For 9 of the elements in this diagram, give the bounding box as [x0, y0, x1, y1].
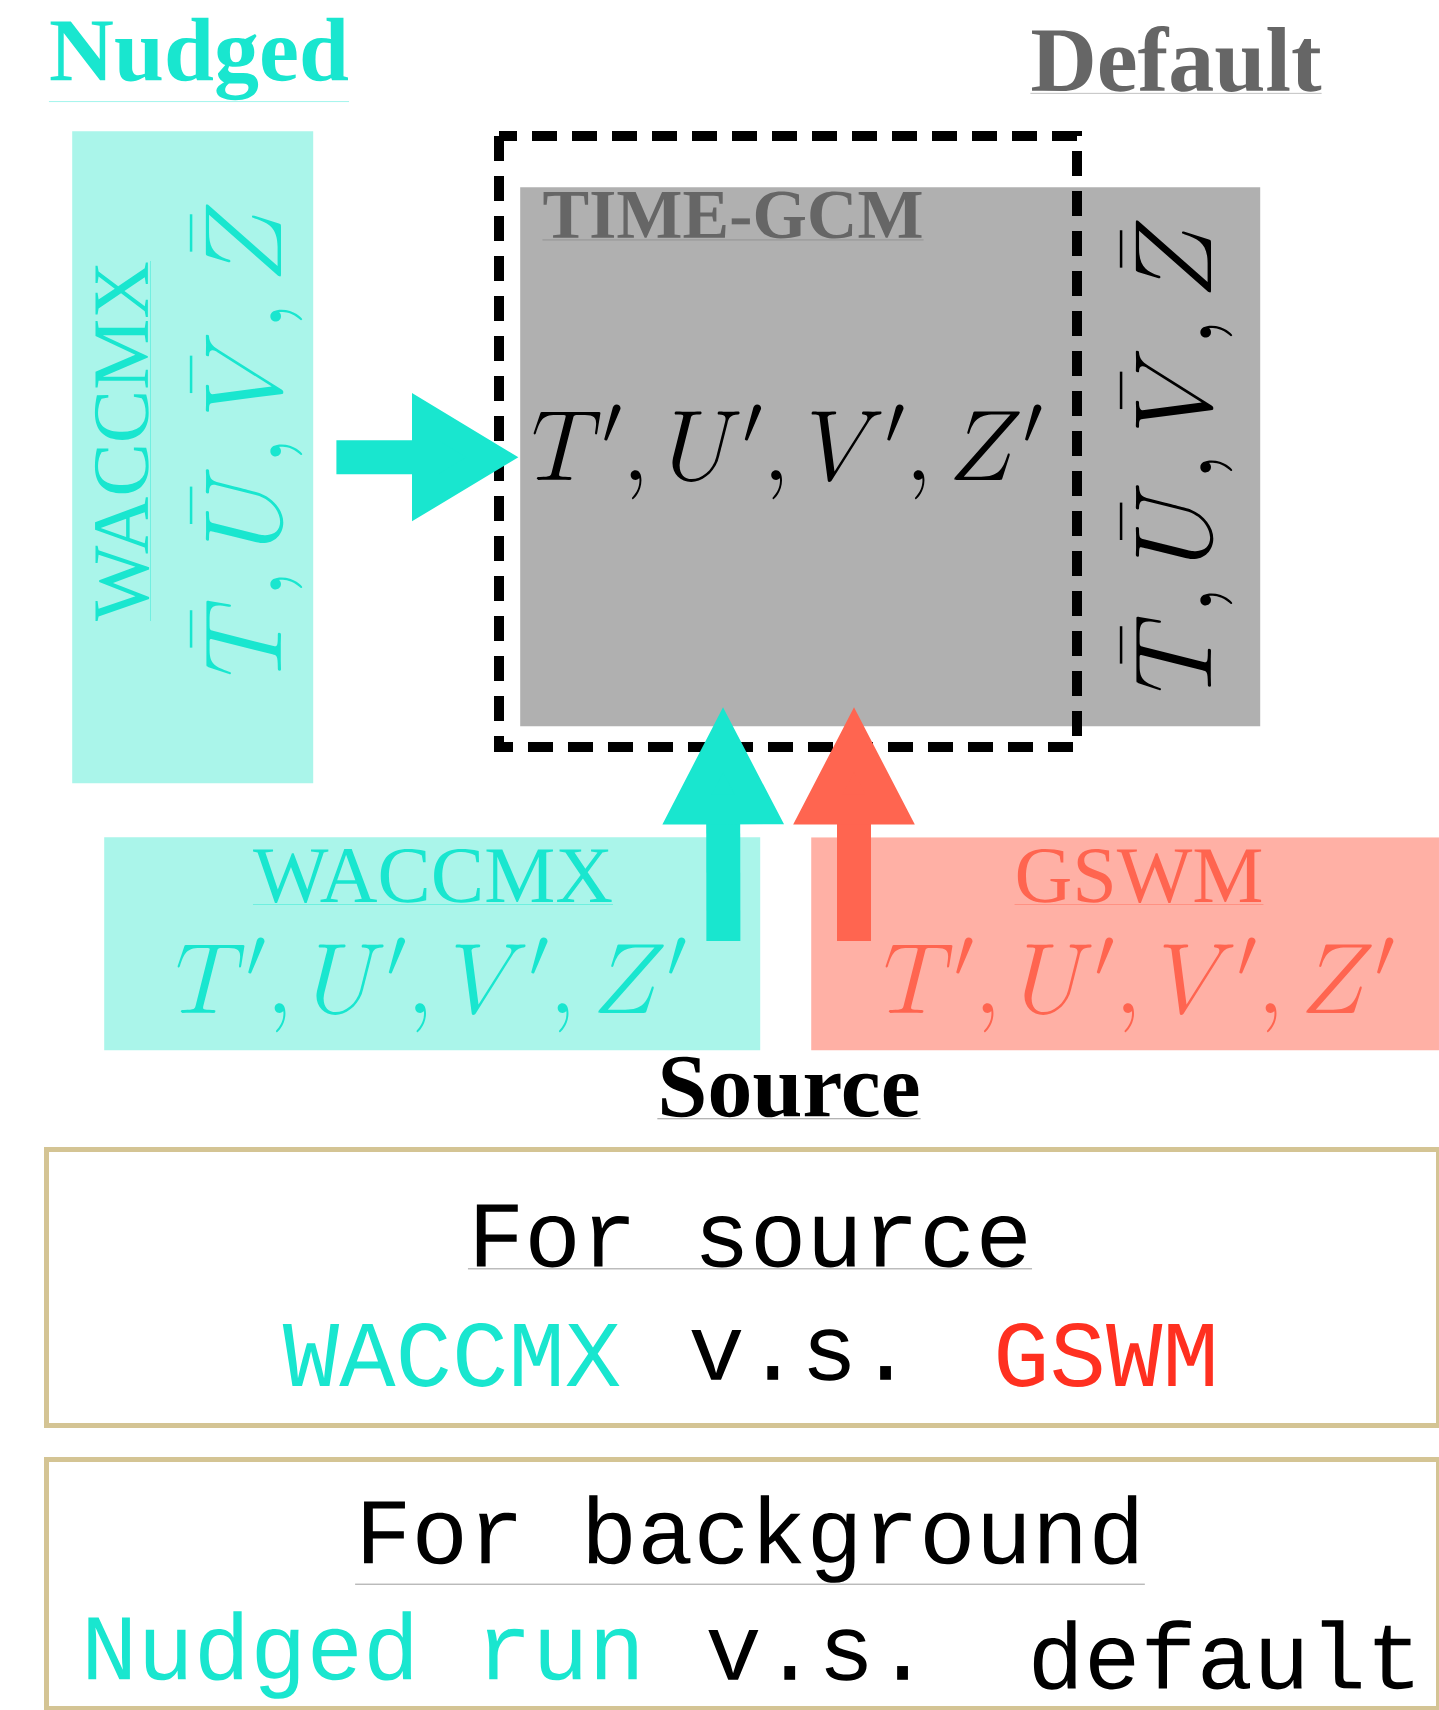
heading: Nudged — [48, 17, 350, 102]
source-box: WACCMX $T', U', V', Z'$ — [104, 837, 761, 1051]
heading: Source — [657, 1056, 921, 1119]
note-box: For background Nudged run v.s. default — [44, 1457, 1439, 1710]
model-box: TIME-GCM $T', U', V', Z'$ $\bar{T}, \bar{U}, \bar{V}, \bar{Z}$ — [520, 187, 1261, 727]
note-box: For source WACCMX v.s. GSWM — [44, 1147, 1439, 1428]
heading: Default — [1030, 26, 1322, 94]
source-box: WACCMX $\bar{T}, \bar{U}, \bar{V}, \bar{Z}$ — [72, 131, 314, 784]
source-box: GSWM $T', U', V', Z'$ — [811, 837, 1439, 1051]
